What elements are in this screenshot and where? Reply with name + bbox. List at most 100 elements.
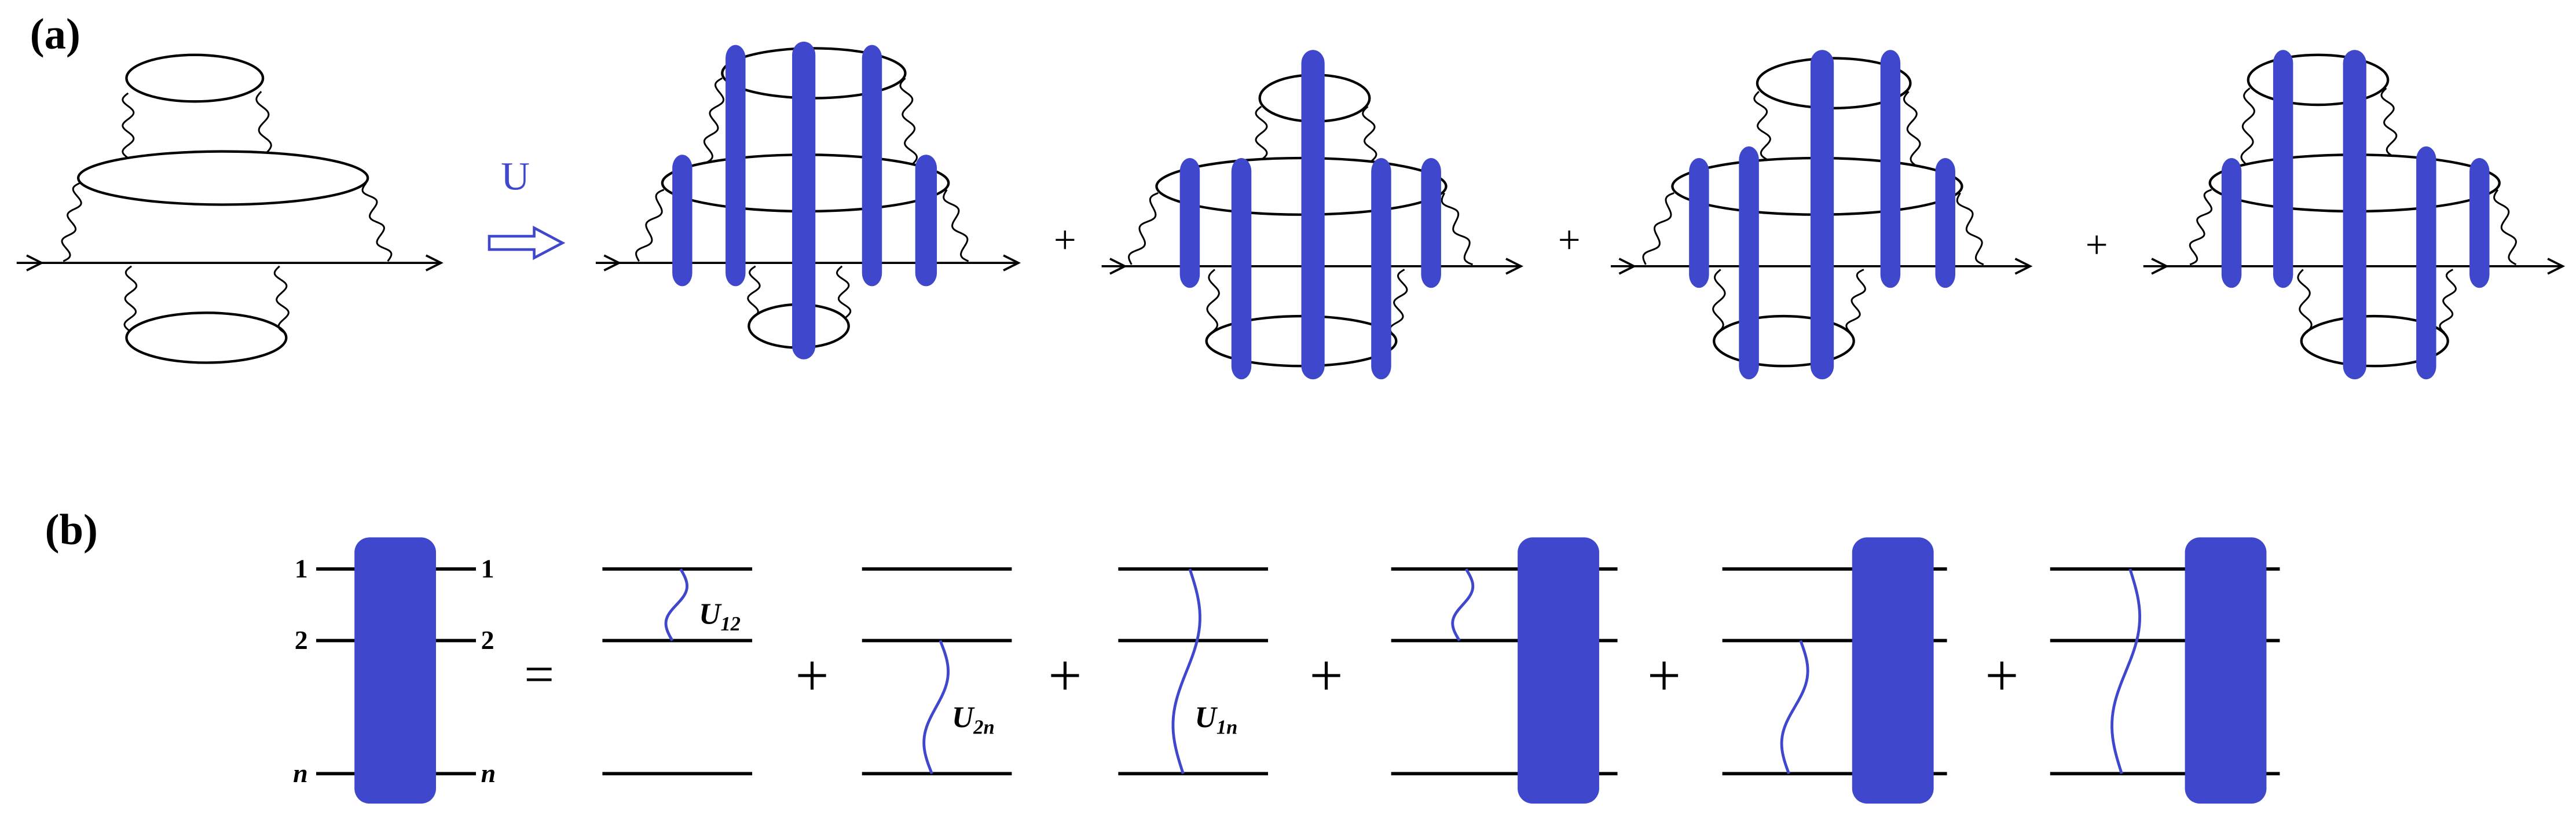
- gluon-wavy-line: [2439, 269, 2457, 333]
- a-diagram-term-4: [2143, 50, 2566, 380]
- gluon-wavy-line: [273, 265, 290, 334]
- interaction-wavy-line: [2110, 568, 2142, 775]
- interaction-bar: [915, 155, 937, 287]
- direction-arrowhead-icon: [603, 254, 622, 272]
- plus-sign: +: [1558, 218, 1581, 262]
- u12-label: U12: [699, 598, 741, 635]
- u-symbol: U: [952, 701, 975, 734]
- gluon-wavy-line: [122, 92, 135, 159]
- gluon-wavy-line: [2380, 87, 2398, 157]
- b-term-u12-blob: [1391, 537, 1618, 804]
- interaction-bar: [1935, 158, 1955, 288]
- gluon-wavy-line: [635, 189, 665, 262]
- loop-ellipse: [125, 53, 265, 103]
- gluon-wavy-line: [1441, 192, 1474, 266]
- gluon-wavy-line: [836, 265, 852, 319]
- panel-b-label: (b): [45, 506, 98, 554]
- interaction-bar: [1371, 158, 1391, 380]
- interaction-bar: [2221, 158, 2242, 288]
- b-term-u12: [602, 567, 753, 776]
- direction-arrowhead-icon: [1003, 254, 1021, 272]
- gluon-wavy-line: [1362, 105, 1377, 162]
- gluon-wavy-line: [2297, 269, 2313, 333]
- u-subscript: 12: [720, 613, 740, 635]
- gluon-wavy-line: [2189, 189, 2213, 266]
- gluon-wavy-line: [123, 265, 138, 332]
- direction-arrowhead-icon: [26, 254, 45, 272]
- interaction-wavy-line: [1451, 568, 1475, 641]
- gluon-wavy-line: [1753, 91, 1771, 161]
- direction-arrowhead-icon: [2547, 258, 2566, 275]
- a-diagram-term-2: [1101, 50, 1524, 380]
- plus-sign: +: [1647, 643, 1681, 709]
- equals-sign: =: [524, 645, 554, 704]
- index-label-right: 2: [481, 625, 494, 655]
- interaction-bar: [2469, 158, 2490, 288]
- u2n-label: U2n: [952, 701, 995, 738]
- interaction-bar: [792, 41, 816, 360]
- plus-sign: +: [795, 643, 829, 709]
- interaction-bar: [1810, 50, 1834, 380]
- gluon-wavy-line: [943, 189, 969, 262]
- b-term-u1n: [1118, 567, 1269, 776]
- interaction-bar: [1231, 158, 1252, 380]
- u-transform-label: U: [501, 155, 530, 199]
- plus-sign: +: [1309, 643, 1343, 709]
- b-term-u1n-blob: [2050, 537, 2280, 804]
- direction-arrowhead-icon: [1505, 258, 1524, 275]
- interaction-bar: [1421, 158, 1441, 288]
- gluon-wavy-line: [1903, 91, 1921, 167]
- interaction-blob: [354, 537, 437, 804]
- panel-a-label: (a): [30, 10, 80, 58]
- interaction-bar: [1179, 158, 1200, 288]
- gluon-wavy-line: [1255, 105, 1268, 161]
- gluon-wavy-line: [1642, 192, 1674, 265]
- interaction-bar: [2273, 50, 2293, 288]
- interaction-wavy-line: [922, 640, 950, 775]
- gluon-wavy-line: [61, 182, 82, 262]
- index-label-left: 2: [295, 625, 308, 655]
- panel-b: (b) 1 2 n 1 2 n = U12 + U2n + U1n + + +: [45, 506, 2280, 804]
- interaction-wavy-line: [1171, 568, 1201, 775]
- interaction-bar: [1739, 146, 1759, 380]
- gluon-wavy-line: [1956, 192, 1984, 266]
- loop-ellipse: [2300, 314, 2449, 368]
- loop-ellipse: [125, 311, 288, 364]
- interaction-bar: [2343, 50, 2366, 380]
- gluon-wavy-line: [1712, 269, 1726, 333]
- interaction-blob: [1518, 537, 1599, 804]
- loop-ellipse: [1713, 314, 1855, 368]
- hollow-arrow-icon: [488, 225, 566, 261]
- interaction-wavy-line: [1780, 640, 1809, 775]
- index-label-right: n: [481, 758, 496, 788]
- b-term-u2n: [862, 567, 1012, 776]
- interaction-bar: [725, 45, 746, 287]
- gluon-wavy-line: [1206, 269, 1220, 333]
- interaction-wavy-line: [664, 568, 689, 641]
- u-subscript: 1n: [1216, 716, 1237, 738]
- direction-arrowhead-icon: [425, 254, 444, 272]
- gluon-wavy-line: [2493, 189, 2517, 266]
- plus-sign: +: [1048, 643, 1082, 709]
- index-label-right: 1: [481, 553, 494, 583]
- gluon-wavy-line: [2240, 87, 2255, 166]
- interaction-bar: [1880, 50, 1901, 288]
- interaction-bar: [2416, 146, 2436, 380]
- index-label-left: n: [293, 758, 308, 788]
- gluon-wavy-line: [255, 91, 272, 154]
- b-term-u2n-blob: [1722, 537, 1947, 804]
- u1n-label: U1n: [1195, 701, 1238, 738]
- gluon-wavy-line: [1845, 269, 1866, 333]
- a-diagram-term-3: [1611, 50, 2033, 380]
- interaction-bar: [672, 155, 692, 287]
- loop-ellipse: [76, 150, 369, 206]
- gluon-wavy-line: [747, 265, 761, 319]
- gluon-wavy-line: [703, 77, 725, 164]
- u-transform: U: [488, 155, 566, 261]
- gluon-wavy-line: [1389, 269, 1408, 337]
- interaction-blob: [1852, 537, 1934, 804]
- plus-sign: +: [2086, 222, 2108, 266]
- interaction-blob: [2185, 537, 2267, 804]
- interaction-bar: [862, 45, 882, 287]
